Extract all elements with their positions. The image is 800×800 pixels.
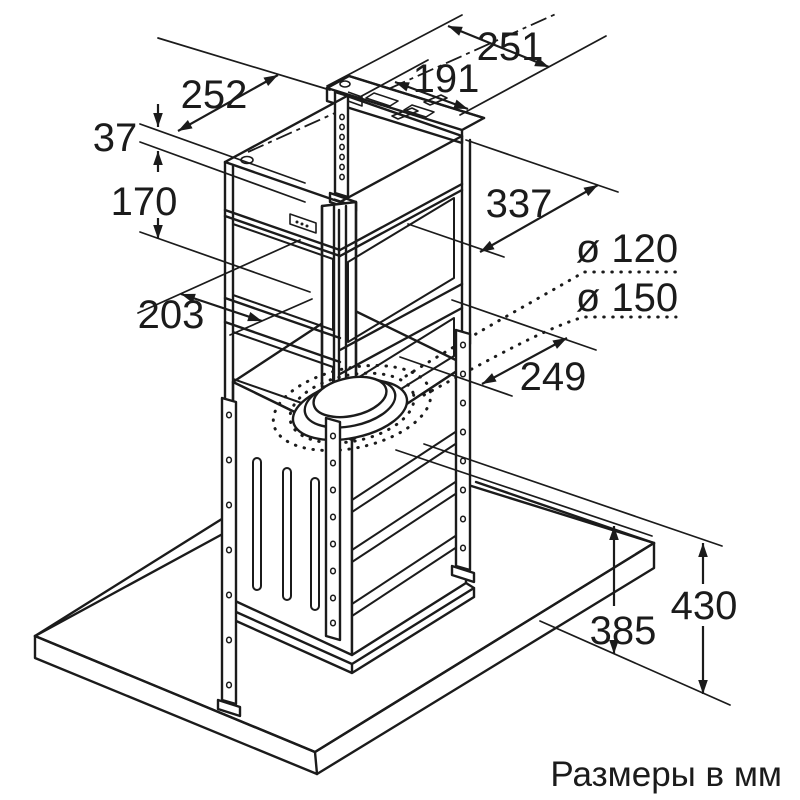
dim-label-252: 252	[181, 73, 248, 117]
telescopic-rails	[216, 328, 476, 718]
dim-label-385: 385	[590, 609, 657, 653]
dim-label-249: 249	[520, 355, 587, 399]
dimension-labels: 252 37 170 203 251 191 337 ø 120 ø 150 2…	[93, 25, 738, 653]
dimension-arrows	[153, 24, 708, 694]
mounting-frame	[223, 94, 472, 457]
vent-slot	[310, 477, 320, 611]
duct-column	[320, 200, 358, 389]
dim-label-170: 170	[111, 180, 178, 224]
dim-label-203: 203	[138, 293, 205, 337]
dim-label-diameter-150: ø 150	[576, 276, 678, 320]
vent-slot	[282, 467, 292, 601]
duct-collar	[291, 375, 409, 442]
dim-label-diameter-120: ø 120	[576, 227, 678, 271]
vent-slot	[252, 457, 262, 591]
dim-label-191: 191	[413, 57, 480, 101]
units-note: Размеры в мм	[550, 755, 782, 794]
dim-label-337: 337	[486, 182, 553, 226]
dim-label-37: 37	[93, 116, 138, 160]
dim-label-251: 251	[477, 25, 544, 69]
duct-diameter-marks	[271, 270, 678, 453]
dim-label-430: 430	[671, 584, 738, 628]
extension-lines	[137, 14, 731, 706]
